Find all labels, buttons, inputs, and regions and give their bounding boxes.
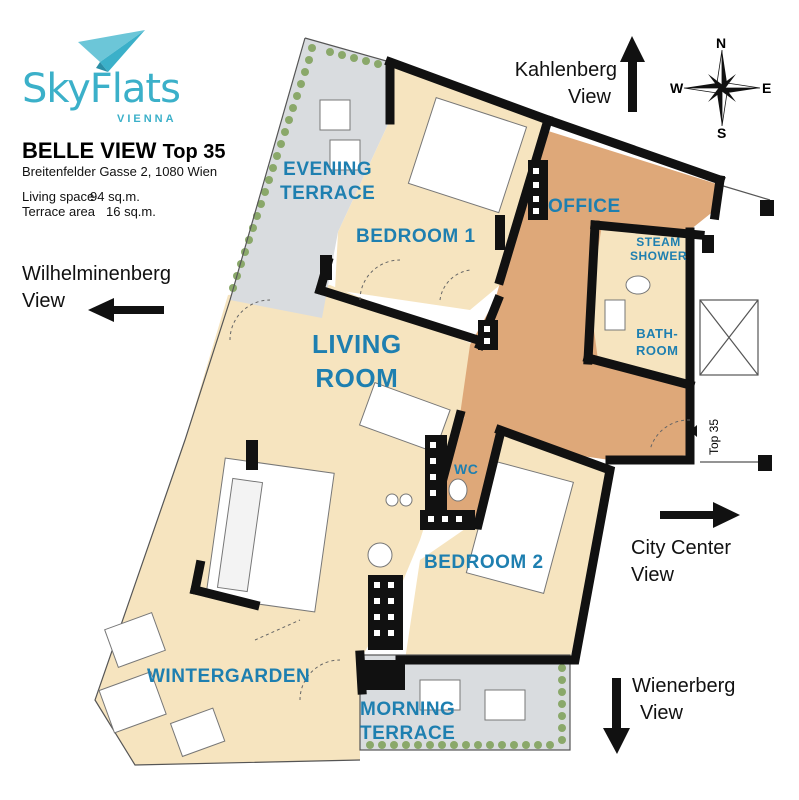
view-west-word: View <box>22 290 65 312</box>
room-steam-shower-line1: STEAM <box>636 235 681 249</box>
compass-rose <box>683 49 761 127</box>
living-space-value: 94 sq.m. <box>90 189 140 204</box>
hedge-evening <box>229 44 382 292</box>
hedge-morning <box>366 664 566 749</box>
living-space-label: Living space <box>22 189 95 204</box>
terrace-area-value: 16 sq.m. <box>106 204 156 219</box>
view-north-word: View <box>568 86 611 108</box>
shafts <box>368 160 548 650</box>
room-evening-terrace: EVENING TERRACE <box>280 158 375 206</box>
room-bedroom-1: BEDROOM 1 <box>356 226 476 247</box>
arrow-west-icon <box>88 298 164 322</box>
room-steam-shower-line2: SHOWER <box>630 249 687 263</box>
entrance-label: Top 35 <box>707 418 721 455</box>
compass-n: N <box>716 35 727 51</box>
apartment-title: BELLE VIEW Top 35 <box>22 138 226 164</box>
apartment-address: Breitenfelder Gasse 2, 1080 Wien <box>22 164 218 179</box>
terrace-area-row: Terrace area 16 sq.m. <box>22 204 182 219</box>
room-wintergarden: WINTERGARDEN <box>147 666 311 687</box>
view-north: Kahlenberg View <box>492 57 617 111</box>
room-living-room: LIVING ROOM <box>312 327 402 395</box>
view-east: City Center View <box>631 535 731 589</box>
view-west: Wilhelminenberg View <box>22 261 171 315</box>
room-living-room-line2: ROOM <box>315 363 399 393</box>
view-east-place: City Center <box>631 537 732 559</box>
bathroom-area <box>590 225 690 385</box>
room-bedroom-2: BEDROOM 2 <box>424 552 544 573</box>
walls <box>189 56 726 695</box>
room-morning-terrace-line2: TERRACE <box>360 723 456 744</box>
brand-city: VIENNA <box>117 113 177 125</box>
room-evening-terrace-line2: TERRACE <box>280 183 376 204</box>
room-morning-terrace: MORNING TERRACE <box>360 698 455 746</box>
room-office: OFFICE <box>548 196 621 217</box>
room-steam-shower: STEAM SHOWER <box>630 235 687 263</box>
room-bathroom-line1: BATH- <box>636 326 679 341</box>
view-west-place: Wilhelminenberg <box>22 263 171 285</box>
room-bathroom: BATH- ROOM <box>636 325 678 359</box>
compass-e: E <box>762 80 772 96</box>
brand-name: SkyFlats <box>22 66 181 112</box>
entrance-marker-icon <box>690 425 697 437</box>
furniture <box>98 97 651 758</box>
arrow-north-icon <box>620 36 645 112</box>
columns <box>246 200 774 690</box>
apartment-unit: Top 35 <box>162 141 226 163</box>
view-north-place: Kahlenberg <box>514 59 617 81</box>
arrow-south-icon <box>603 678 630 754</box>
compass-w: W <box>670 80 684 96</box>
terrace-area-label: Terrace area <box>22 204 95 219</box>
thin-outlines <box>94 37 771 766</box>
arrow-east-icon <box>660 502 740 528</box>
room-living-room-line1: LIVING <box>312 329 402 359</box>
room-evening-terrace-line1: EVENING <box>283 159 373 180</box>
view-south: Wienerberg View <box>632 673 735 727</box>
view-south-word: View <box>640 702 683 724</box>
compass-s: S <box>717 125 727 141</box>
room-wc: WC <box>454 461 479 477</box>
view-east-word: View <box>631 564 674 586</box>
room-bathroom-line2: ROOM <box>636 343 679 358</box>
room-morning-terrace-line1: MORNING <box>360 699 456 720</box>
living-space-row: Living space 94 sq.m. <box>22 189 182 204</box>
shaft-holes <box>374 168 539 636</box>
door-swings <box>229 259 691 701</box>
paper-plane-logo <box>78 30 145 72</box>
view-south-place: Wienerberg <box>632 675 736 697</box>
apartment-name: BELLE VIEW <box>22 138 157 163</box>
